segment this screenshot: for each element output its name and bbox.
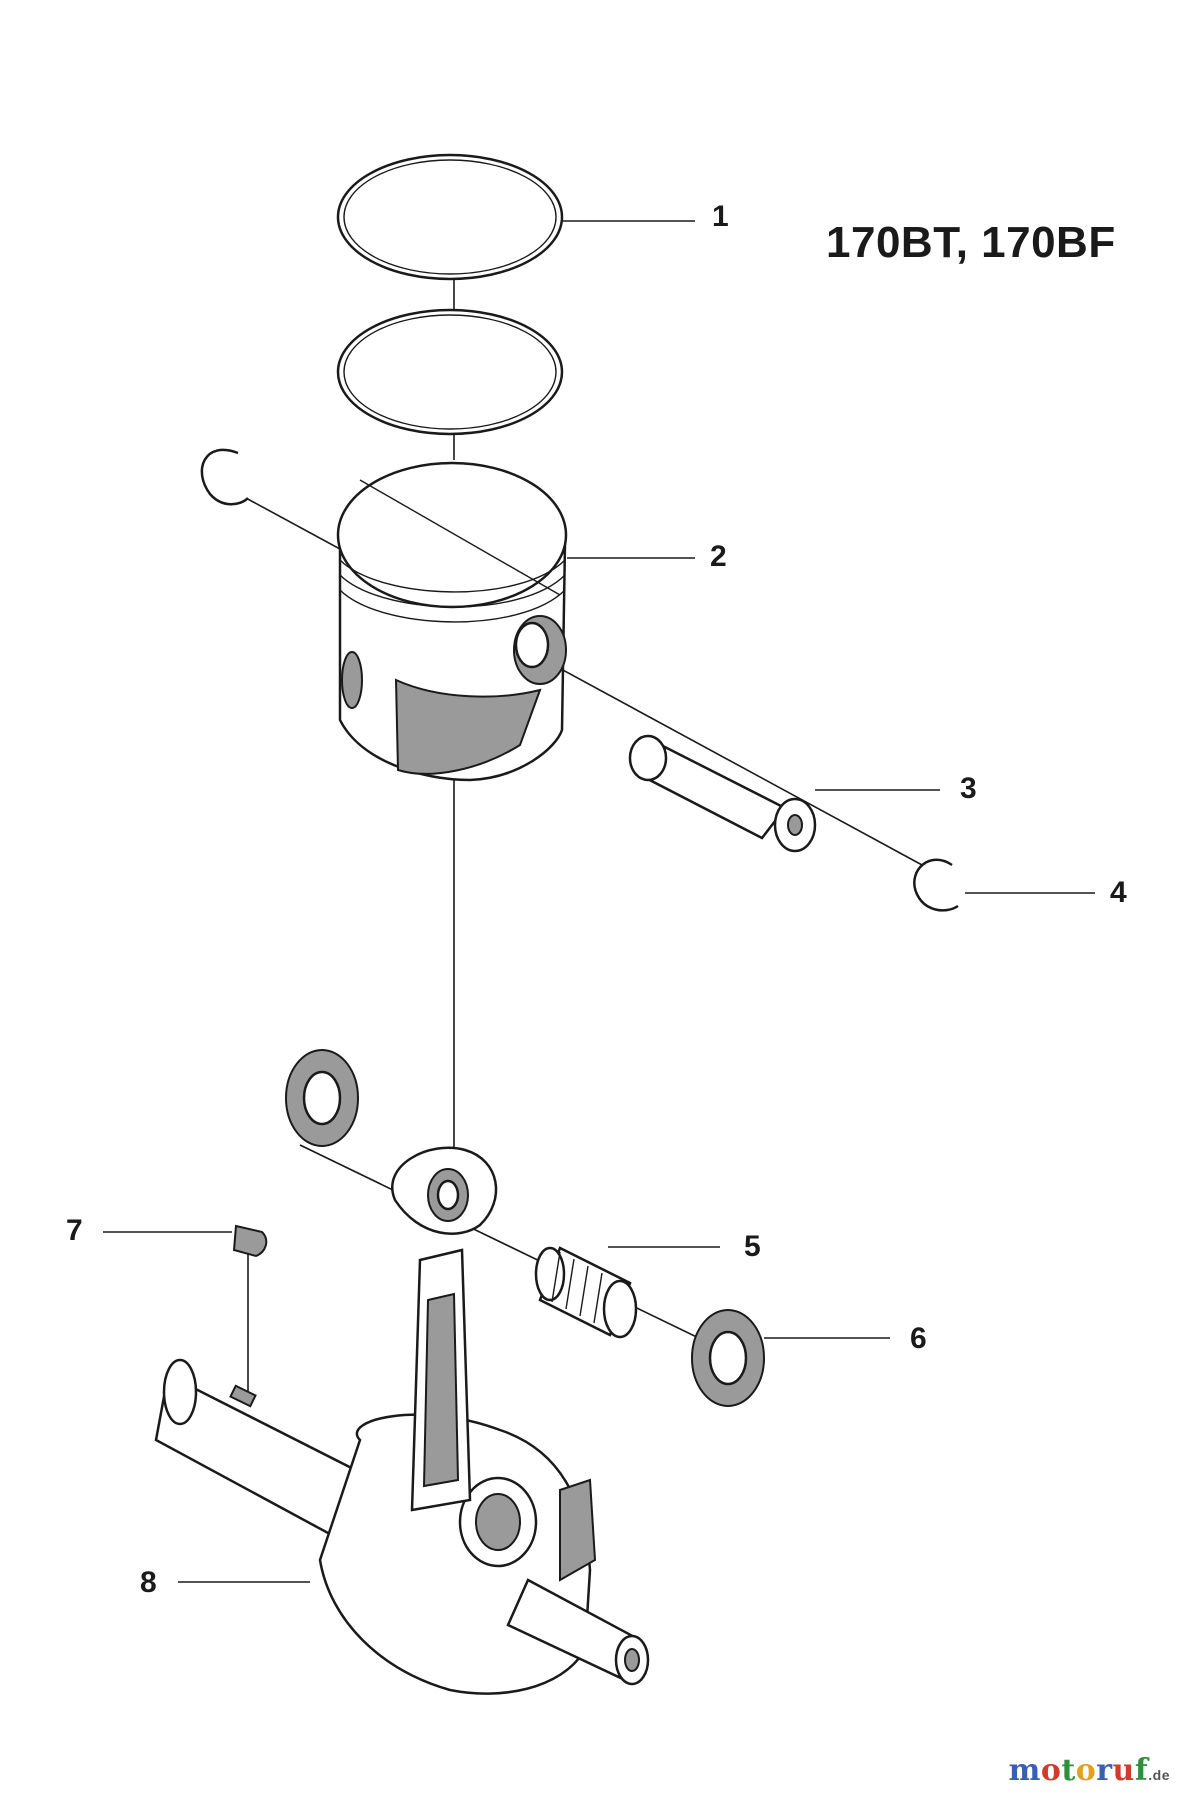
callout-1: 1 [712,200,729,233]
pin-axis [221,484,936,873]
wm-letter-6: u [1112,1753,1135,1788]
thrust-washer-right [691,1309,765,1407]
callout-3: 3 [960,772,977,805]
motoruf-watermark-logo: motoruf.de [1009,1753,1170,1788]
wm-letter-7: f [1134,1753,1149,1788]
model-title: 170BT, 170BF [826,218,1116,267]
gudgeon-pin [628,734,817,853]
wm-letter-1: m [1008,1753,1041,1788]
needle-bearing [534,1246,638,1339]
crankshaft-assembly [154,1146,650,1695]
wm-tld: .de [1148,1767,1170,1783]
callout-8: 8 [140,1566,157,1599]
wm-letter-5: r [1096,1753,1113,1788]
piston-ring-upper [336,153,564,281]
piston [336,461,568,782]
thrust-washer-left [285,1049,359,1147]
crank-pin-axis [299,1144,741,1359]
wm-letter-4: o [1075,1753,1097,1788]
wm-letter-2: o [1040,1753,1062,1788]
circlip-left [200,448,249,506]
callout-7: 7 [66,1214,83,1247]
callout-4: 4 [1110,876,1127,909]
callout-2: 2 [710,540,727,573]
callout-5: 5 [744,1230,761,1263]
circlip-right [913,858,959,912]
woodruff-key [232,1224,268,1258]
callout-6: 6 [910,1322,927,1355]
piston-ring-lower [336,308,564,436]
wm-letter-3: t [1061,1753,1076,1788]
